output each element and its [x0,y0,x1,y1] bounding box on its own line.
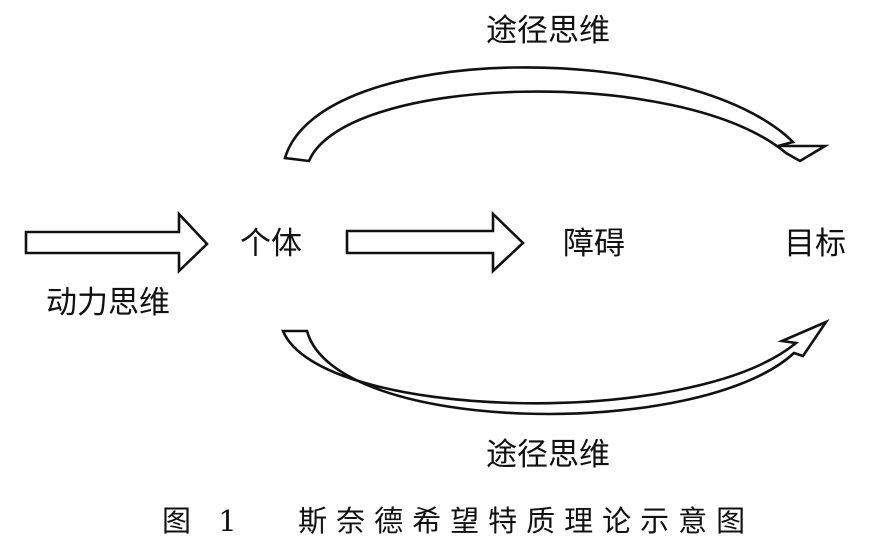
top-path-label: 途径思维 [486,13,610,49]
top-path-arrow [283,66,830,163]
goal-label: 目标 [784,226,846,262]
figure-number: 图 1 [162,504,246,538]
figure-title: 斯奈德希望特质理论示意图 [298,504,755,538]
obstacle-label: 障碍 [563,226,625,262]
individual-label: 个体 [240,226,302,262]
bottom-path-label: 途径思维 [486,437,610,473]
agency-arrow [24,210,209,275]
bottom-path-arrow [281,319,830,416]
individual-to-obstacle-arrow [345,210,525,274]
figure-caption: 图 1 斯奈德希望特质理论示意图 [162,507,754,536]
agency-label: 动力思维 [46,285,170,321]
